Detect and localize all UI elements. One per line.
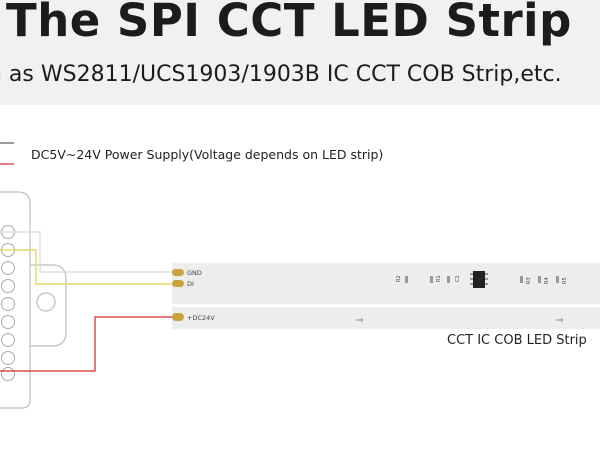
terminal bbox=[1, 261, 15, 275]
component-r5: R5 bbox=[556, 276, 568, 284]
pad-gnd-label: GND bbox=[187, 269, 202, 277]
svg-text:C1: C1 bbox=[455, 275, 461, 282]
led-strip-upper bbox=[172, 263, 600, 304]
controller-body bbox=[0, 191, 31, 409]
component-c1: C1 bbox=[447, 275, 461, 283]
terminal bbox=[1, 333, 15, 347]
pad-power bbox=[172, 313, 184, 321]
ic-chip bbox=[473, 271, 485, 288]
controller-connector-arm bbox=[30, 264, 67, 347]
led-strip-lower bbox=[172, 307, 600, 329]
component-r4: R4 bbox=[538, 276, 550, 284]
led-strip-caption: CCT IC COB LED Strip bbox=[447, 333, 587, 348]
svg-text:R3: R3 bbox=[526, 277, 532, 284]
page-title: The SPI CCT LED Strip bbox=[6, 0, 572, 47]
terminal bbox=[1, 367, 15, 381]
svg-text:R5: R5 bbox=[562, 277, 568, 284]
terminal-block bbox=[1, 225, 15, 381]
terminal bbox=[1, 351, 15, 365]
page-subtitle: n as WS2811/UCS1903/1903B IC CCT COB Str… bbox=[0, 62, 562, 87]
wire-power bbox=[0, 316, 172, 372]
pad-di-label: DI bbox=[187, 280, 194, 288]
direction-arrow-icon: ⇒ bbox=[356, 316, 364, 326]
pad-gnd bbox=[172, 269, 184, 276]
component-r1: R1 bbox=[430, 275, 442, 283]
wire-gnd bbox=[0, 231, 172, 273]
svg-text:R2: R2 bbox=[396, 275, 402, 282]
header-band bbox=[0, 0, 600, 105]
direction-arrow-icon: ⇒ bbox=[556, 316, 564, 326]
pad-di bbox=[172, 280, 184, 287]
terminal bbox=[1, 315, 15, 329]
mounting-hole bbox=[36, 292, 56, 312]
terminal bbox=[1, 279, 15, 293]
component-r3: R3 bbox=[520, 276, 532, 284]
ic-pins bbox=[470, 273, 488, 285]
wire-data bbox=[0, 249, 172, 285]
component-r2: R2 bbox=[396, 275, 408, 283]
svg-text:R4: R4 bbox=[544, 277, 550, 284]
power-supply-label: DC5V~24V Power Supply(Voltage depends on… bbox=[31, 147, 384, 162]
terminal bbox=[1, 297, 15, 311]
svg-text:R1: R1 bbox=[436, 275, 442, 282]
pad-power-label: +DC24V bbox=[187, 314, 215, 322]
